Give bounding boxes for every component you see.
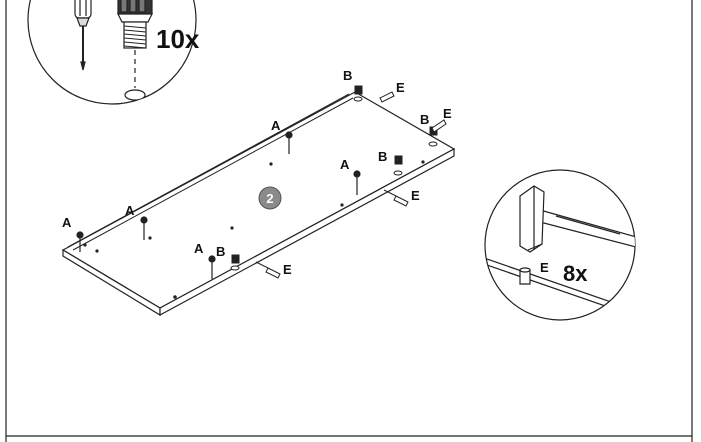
- cam-b-1: [353, 85, 363, 102]
- label-e: E: [443, 106, 452, 121]
- step-number: 2: [266, 191, 273, 206]
- screw-icon: [117, 0, 153, 101]
- board-panel: [61, 91, 456, 317]
- hammer-icon: [519, 185, 635, 253]
- screwdriver-callout: 10x: [27, 0, 200, 105]
- label-a: A: [271, 118, 281, 133]
- pin-a-2: [353, 170, 361, 195]
- dowel-icon: [519, 267, 531, 285]
- pin-a-1: [285, 131, 293, 154]
- dowel-e-3: [393, 195, 409, 207]
- label-b: B: [343, 68, 352, 83]
- step-number-badge: 2: [258, 186, 282, 210]
- label-b: B: [216, 244, 225, 259]
- part-e-dowels: [255, 91, 447, 279]
- pin-a-4: [140, 216, 148, 240]
- screw-quantity: 10x: [156, 24, 200, 54]
- label-b: B: [378, 149, 387, 164]
- cam-b-4: [230, 254, 240, 271]
- hammer-part-label: E: [540, 260, 549, 275]
- screwdriver-icon: [74, 0, 92, 71]
- label-a: A: [125, 203, 135, 218]
- hammer-quantity: 8x: [563, 261, 588, 286]
- part-a-pins: [76, 131, 361, 279]
- label-a: A: [62, 215, 72, 230]
- page-border: [5, 0, 693, 442]
- cam-b-3: [393, 155, 403, 176]
- dowel-e-1: [379, 91, 395, 103]
- label-e: E: [283, 262, 292, 277]
- hammer-callout: E 8x: [484, 169, 636, 321]
- label-a: A: [340, 157, 350, 172]
- label-a: A: [194, 241, 204, 256]
- board-holes: [83, 160, 425, 299]
- dowel-e-2: [431, 119, 447, 133]
- pin-a-3: [76, 231, 84, 252]
- part-labels: B E B E A A B E A A A B E: [62, 68, 452, 277]
- label-e: E: [411, 188, 420, 203]
- pin-a-5: [208, 255, 216, 279]
- label-e: E: [396, 80, 405, 95]
- dowel-e-4: [265, 267, 281, 279]
- label-b: B: [420, 112, 429, 127]
